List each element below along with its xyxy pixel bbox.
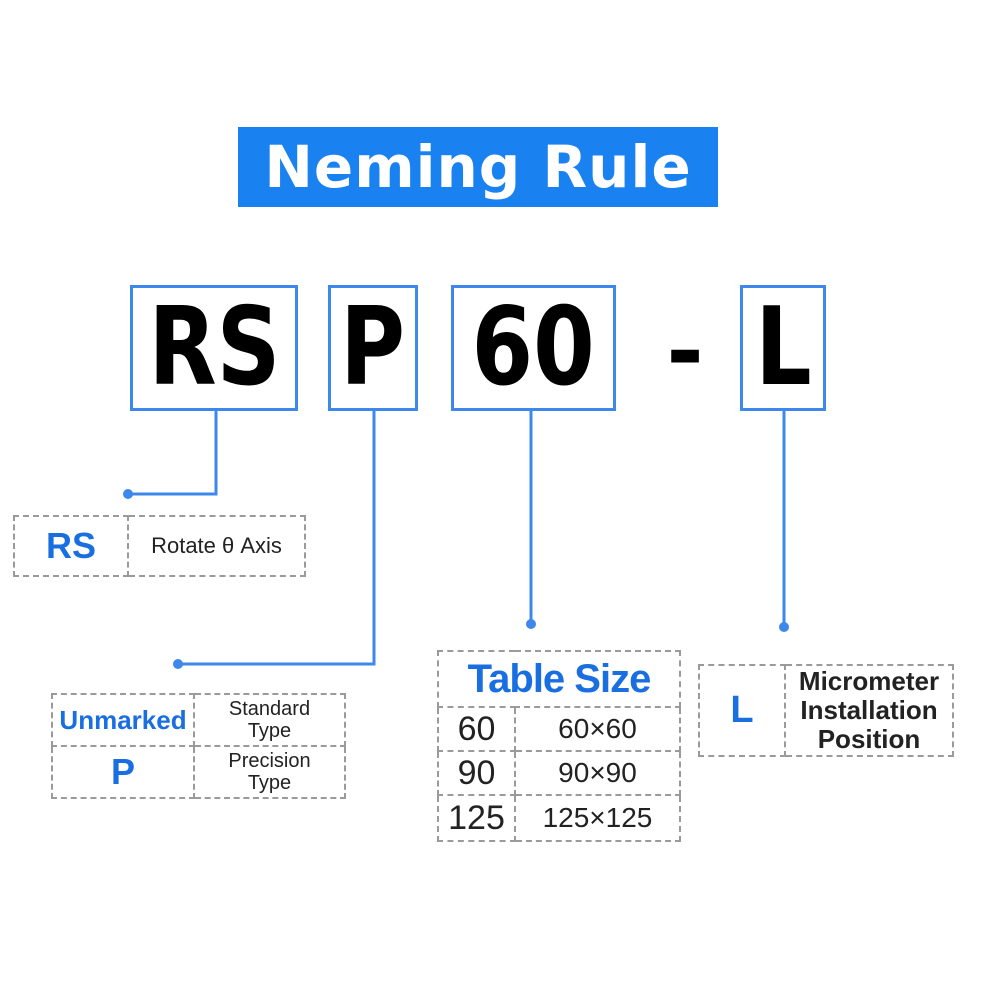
size-value-60: 60×60: [558, 713, 637, 744]
l-code-cell: L: [698, 664, 786, 757]
code-box-rs: RS: [130, 285, 298, 411]
code-segment-60: 60: [471, 285, 596, 410]
rs-description-cell: Rotate θ Axis: [127, 515, 306, 577]
size-code-cell: 90: [437, 750, 516, 796]
separator-dash: -: [666, 299, 704, 404]
type-code-unmarked: Unmarked: [59, 704, 187, 735]
type-table: Unmarked Standard Type P Precision Type: [51, 693, 346, 799]
code-box-l: L: [740, 285, 826, 411]
size-table: Table Size 60 60×60 90 90×90 125 125×125: [437, 650, 681, 842]
code-box-p: P: [328, 285, 418, 411]
connector-rs: [128, 411, 218, 496]
type-description-cell: Precision Type: [193, 745, 346, 799]
type-desc-precision-line2: Type: [247, 772, 292, 794]
code-segment-p: P: [340, 285, 406, 410]
table-row: 125 125×125: [437, 794, 681, 842]
code-separator: -: [655, 307, 715, 397]
size-value-125: 125×125: [542, 802, 653, 833]
rs-code-cell: RS: [13, 515, 129, 577]
connector-dot-rs: [123, 489, 133, 499]
l-table: L Micrometer Installation Position: [698, 664, 954, 757]
rs-table: RS Rotate θ Axis: [13, 515, 306, 577]
size-value-cell: 90×90: [514, 750, 681, 796]
size-code-60: 60: [457, 709, 496, 748]
size-value-cell: 125×125: [514, 794, 681, 842]
size-code-cell: 60: [437, 706, 516, 752]
type-code-cell: Unmarked: [51, 693, 195, 747]
type-desc-standard-line2: Type: [247, 720, 292, 742]
table-row: Table Size: [437, 650, 681, 708]
connector-dot-60: [526, 619, 536, 629]
rs-code: RS: [45, 525, 96, 566]
table-row: 60 60×60: [437, 706, 681, 752]
size-value-cell: 60×60: [514, 706, 681, 752]
type-code-p: P: [110, 751, 135, 792]
l-desc-line1: Micrometer: [798, 666, 940, 696]
code-box-60: 60: [451, 285, 616, 411]
l-code: L: [730, 689, 754, 731]
page-title: Neming Rule: [264, 133, 692, 201]
l-desc-line2: Installation: [800, 695, 938, 725]
type-desc-precision-line1: Precision: [228, 750, 311, 772]
size-header-cell: Table Size: [437, 650, 681, 708]
table-row: 90 90×90: [437, 750, 681, 796]
connector-dot-p: [173, 659, 183, 669]
type-description-cell: Standard Type: [193, 693, 346, 747]
size-code-90: 90: [457, 753, 496, 792]
table-row: P Precision Type: [51, 745, 346, 799]
l-desc-line3: Position: [817, 724, 921, 754]
table-row: Unmarked Standard Type: [51, 693, 346, 747]
code-segment-l: L: [754, 285, 812, 410]
title-banner: Neming Rule: [238, 127, 718, 207]
size-header: Table Size: [467, 656, 652, 701]
size-code-cell: 125: [437, 794, 516, 842]
type-code-cell: P: [51, 745, 195, 799]
connector-dot-l: [779, 622, 789, 632]
rs-description: Rotate θ Axis: [151, 533, 282, 558]
l-description-cell: Micrometer Installation Position: [784, 664, 954, 757]
size-code-125: 125: [448, 798, 505, 837]
code-segment-rs: RS: [148, 285, 280, 410]
type-desc-standard-line1: Standard: [228, 698, 311, 720]
size-value-90: 90×90: [558, 757, 637, 788]
